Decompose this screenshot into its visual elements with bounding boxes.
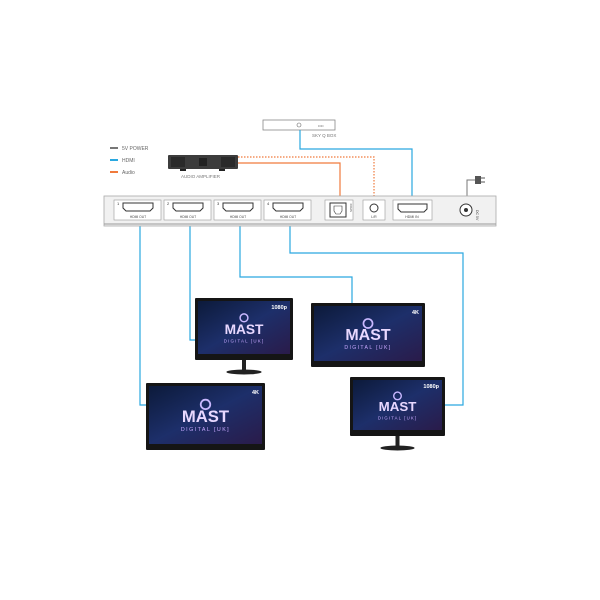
- port-label: HDMI OUT: [280, 215, 296, 219]
- logo-subtext: DIGITAL [UK]: [378, 415, 417, 420]
- lr-port[interactable]: L/R: [362, 199, 386, 221]
- port-label: HDMI OUT: [130, 215, 146, 219]
- legend-hdmi: HDMI: [122, 158, 135, 164]
- hdmi-in-port[interactable]: HDMI IN: [392, 199, 433, 221]
- port-number: 1: [117, 201, 120, 206]
- svg-text:••••: ••••: [318, 123, 324, 128]
- logo-text: MAST: [379, 399, 417, 414]
- lr-cable: [238, 156, 375, 205]
- resolution-label: 1080p: [423, 384, 439, 390]
- port-number: 2: [167, 201, 170, 206]
- spdif-label: SPDIF: [349, 203, 353, 212]
- legend: 5V POWER HDMI Audio: [110, 146, 149, 176]
- hdmi-in-label: HDMI IN: [405, 215, 419, 219]
- hdmi-in-cable: [299, 130, 413, 205]
- hdmi-out-4-cable: [289, 222, 464, 406]
- cables: [139, 130, 475, 406]
- hdmi-out-2-cable: [189, 222, 196, 341]
- resolution-label: 4K: [252, 390, 259, 396]
- amplifier-label: AUDIO AMPLIFIER: [181, 174, 221, 179]
- logo-text: MAST: [225, 322, 264, 337]
- hdmi-out-3-cable: [239, 222, 353, 304]
- spdif-port[interactable]: SPDIF: [324, 199, 354, 221]
- spdif-cable: [238, 162, 341, 205]
- legend-power: 5V POWER: [122, 146, 149, 152]
- port-number: 4: [267, 201, 270, 206]
- sky-q-box: •••• SKY Q BOX: [262, 119, 336, 138]
- logo-text: MAST: [345, 327, 390, 344]
- logo-icon: [239, 313, 249, 323]
- logo-subtext: DIGITAL [UK]: [344, 345, 391, 351]
- power-plug-icon: [475, 176, 485, 184]
- port-label: HDMI OUT: [180, 215, 196, 219]
- legend-audio: Audio: [122, 170, 135, 176]
- hdmi-out-1-cable: [139, 222, 147, 406]
- lr-label: L/R: [371, 215, 377, 219]
- port-label: HDMI OUT: [230, 215, 246, 219]
- resolution-label: 4K: [412, 310, 419, 316]
- dc-power-port[interactable]: DC 5V: [459, 203, 479, 221]
- dc-label: DC 5V: [475, 210, 479, 221]
- logo-subtext: DIGITAL [UK]: [181, 427, 230, 433]
- logo-icon: [199, 398, 212, 411]
- logo-icon: [362, 318, 374, 329]
- resolution-label: 1080p: [271, 305, 287, 311]
- logo-text: MAST: [182, 407, 229, 426]
- logo-subtext: DIGITAL [UK]: [224, 339, 265, 344]
- sky-box-label: SKY Q BOX: [312, 133, 336, 138]
- logo-icon: [392, 391, 403, 401]
- port-number: 3: [217, 201, 220, 206]
- audio-amplifier: AUDIO AMPLIFIER: [168, 155, 238, 179]
